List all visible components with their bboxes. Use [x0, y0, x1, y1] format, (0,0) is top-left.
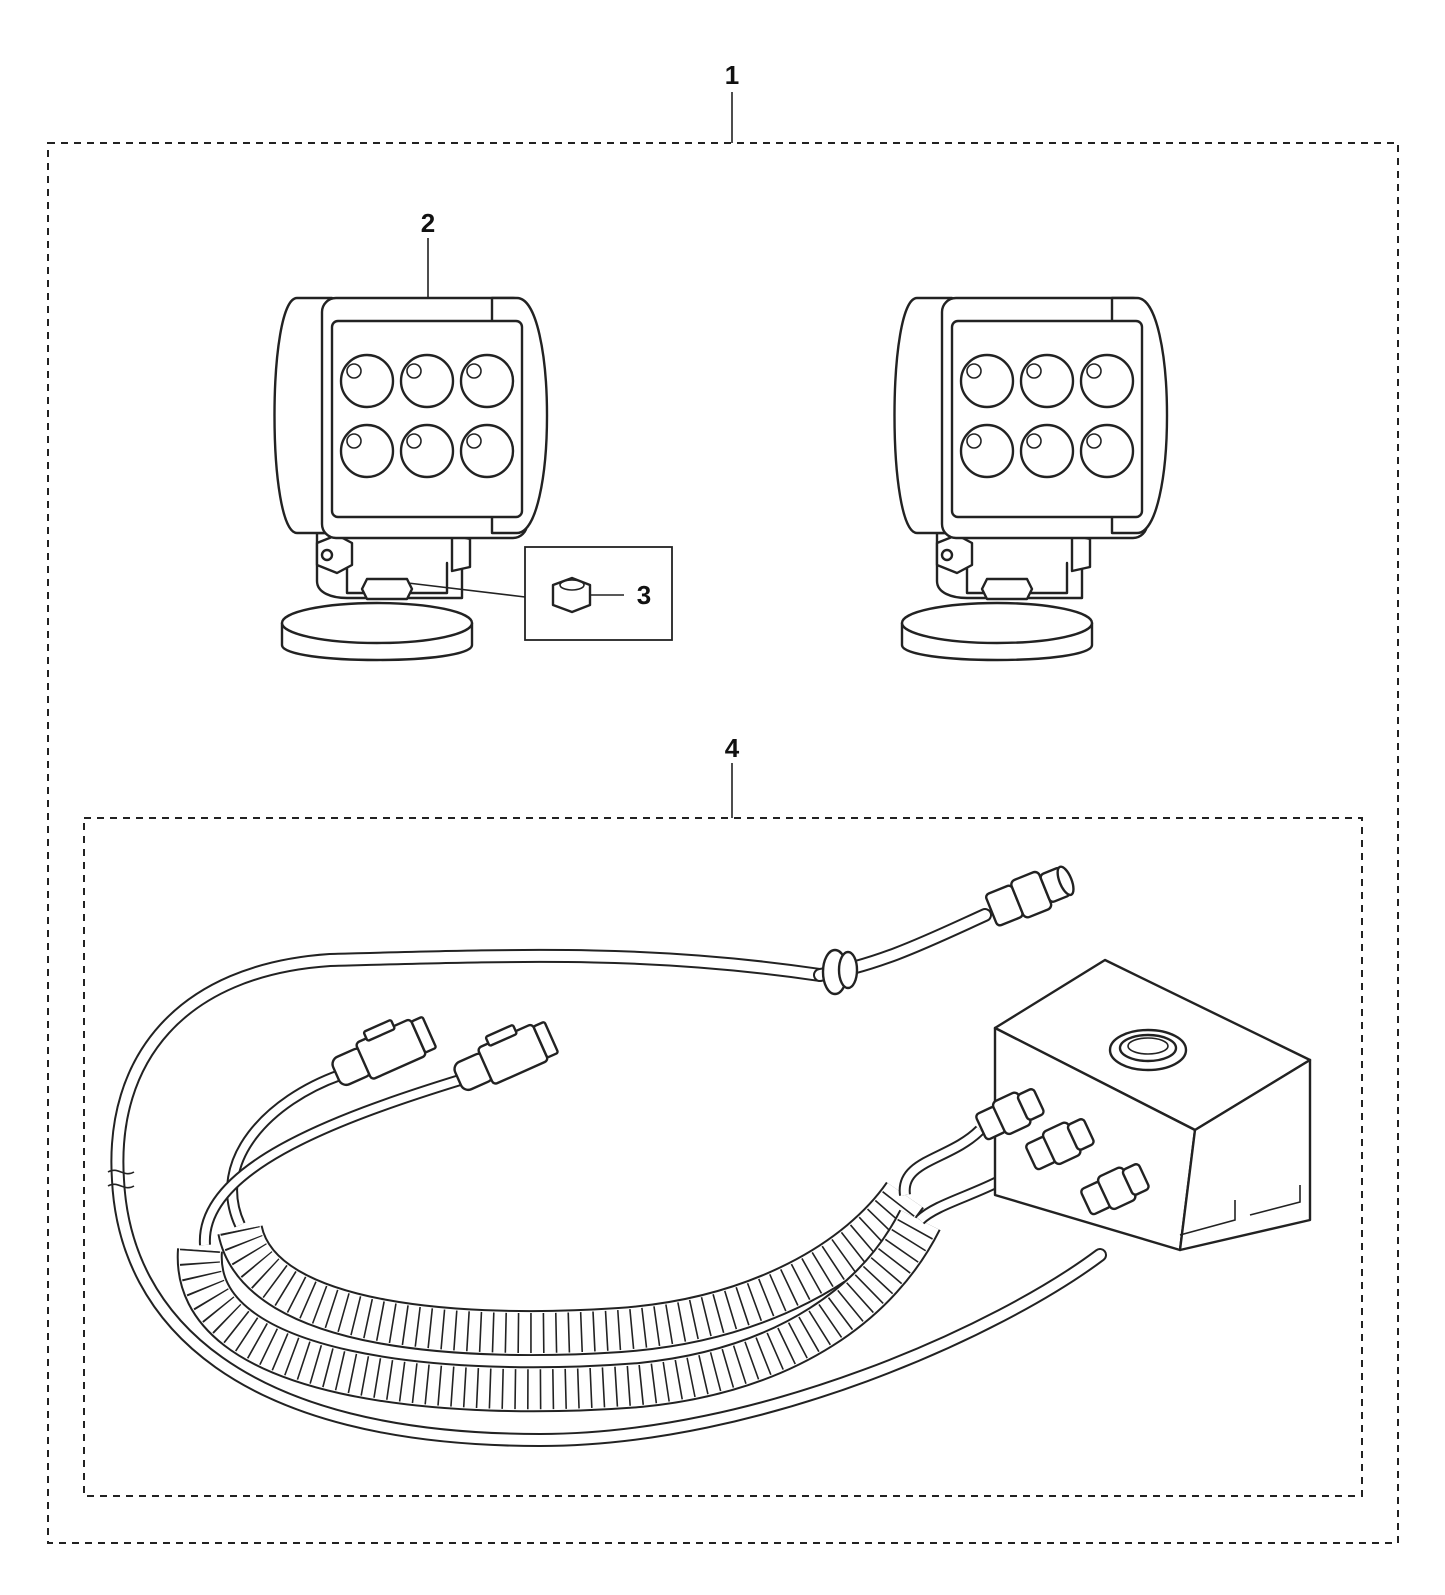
callout-1-label: 1: [725, 60, 739, 90]
cable-gland-3: [1080, 1163, 1150, 1216]
kit-boundary: [47, 92, 1399, 1544]
cable-gland-1: [975, 1088, 1045, 1141]
callout-3-label: 3: [637, 580, 651, 610]
work-light-left: [273, 296, 549, 662]
work-light-right: [893, 296, 1169, 662]
control-box: [993, 958, 1312, 1252]
callout-4-label: 4: [725, 733, 740, 763]
round-connector-top: [985, 865, 1075, 927]
cable-gland-2: [1025, 1118, 1095, 1171]
nut-detail-box: [407, 546, 673, 641]
coiled-cable-1: [217, 1181, 924, 1357]
hex-nut: [551, 576, 592, 614]
coiled-cable-2: [176, 1209, 941, 1413]
harness-boundary: [83, 763, 1363, 1497]
wiring-harness: [107, 865, 1312, 1448]
callout-2-label: 2: [421, 208, 435, 238]
rect-connector-2: [453, 1021, 559, 1092]
rect-connector-1: [331, 1016, 437, 1087]
